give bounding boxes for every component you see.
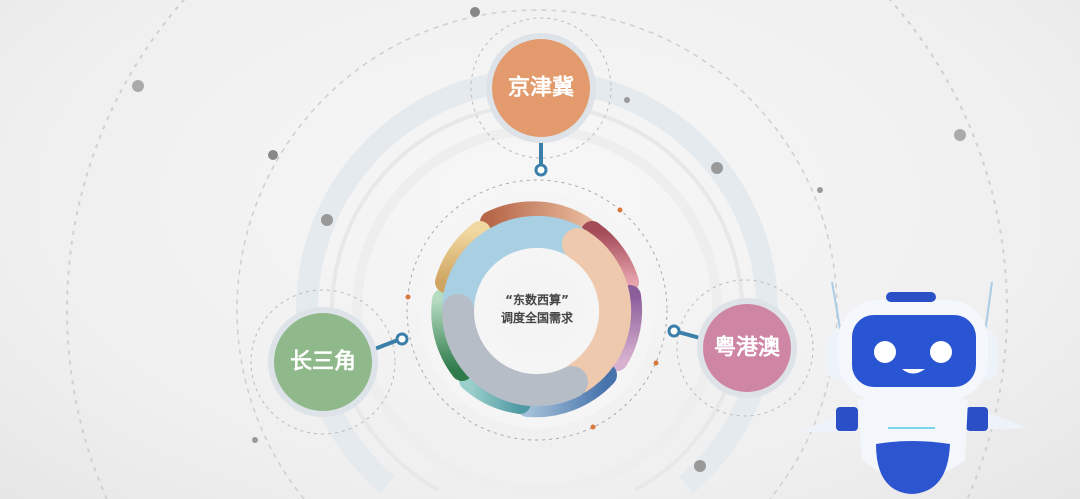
center-donut: [405, 192, 659, 430]
node-yuegangao[interactable]: 粤港澳: [667, 279, 814, 417]
center-title-line2: 调度全国需求: [501, 310, 574, 325]
donut-segment: [581, 221, 639, 293]
center-title-line1: “东数西算”: [505, 292, 569, 307]
node-changsanjiao[interactable]: 长三角: [250, 289, 409, 435]
node-label: 粤港澳: [714, 335, 781, 361]
node-label: 长三角: [290, 349, 356, 375]
donut-segment: [435, 221, 491, 293]
robot-mascot-icon: [800, 281, 1028, 494]
node-jingjinji[interactable]: 京津冀: [470, 17, 612, 177]
donut-segment: [480, 201, 596, 239]
node-label: 京津冀: [508, 75, 574, 101]
